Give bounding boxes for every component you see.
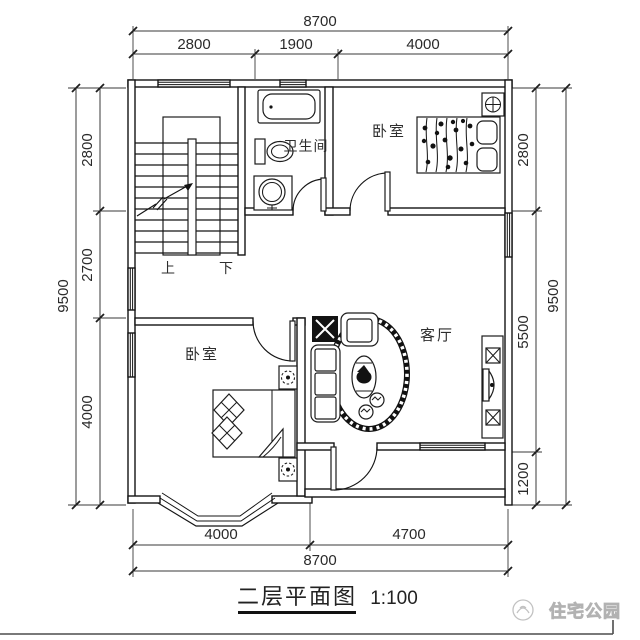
bathtub <box>257 89 321 124</box>
dim-bottom-total: 8700 <box>303 552 336 569</box>
watermark-logo-icon <box>512 599 534 621</box>
stair-treads <box>135 142 238 254</box>
watermark: 住宅公园 <box>512 599 621 621</box>
window-balcony-wall <box>419 442 486 451</box>
door-balcony <box>330 446 378 491</box>
dim-right-seg-2: 5500 <box>515 315 532 348</box>
label-bedroom-bottom: 卧室 <box>185 346 219 363</box>
quilt-pattern <box>421 118 475 170</box>
label-bathroom: 卫生间 <box>284 138 329 154</box>
staircase: 上 下 <box>135 116 238 276</box>
tv-cabinet <box>481 335 504 439</box>
door-bedroom-top <box>349 171 391 212</box>
bedroom-top-furniture <box>416 92 505 174</box>
bay-window <box>157 492 279 527</box>
wall-stair-bathroom <box>237 86 246 256</box>
dim-left-seg-1: 2800 <box>79 133 96 166</box>
bedroom-bottom-furniture <box>211 365 298 482</box>
doors <box>252 171 391 491</box>
dim-right-total: 9500 <box>545 279 562 312</box>
pillow <box>476 147 498 172</box>
bed-bottom <box>211 389 296 458</box>
wall-bedroomtop-south <box>387 207 506 216</box>
sofa-seat-top <box>340 312 379 347</box>
wall-bedroombottom-north <box>134 317 254 326</box>
dimension-top: 8700 2800 1900 4000 <box>128 13 513 79</box>
dim-top-total: 8700 <box>303 13 336 30</box>
door-bathroom <box>292 177 327 212</box>
wall-living-balcony-left <box>296 442 335 451</box>
windows <box>127 79 513 527</box>
dim-left-seg-2: 2700 <box>79 248 96 281</box>
nightstand-bottom-bedroom <box>278 365 298 390</box>
wall-exterior-bottom-left <box>127 495 161 504</box>
label-bedroom-top: 卧室 <box>372 123 406 140</box>
door-bedroom-bottom <box>252 320 296 362</box>
dim-top-seg-2: 1900 <box>279 36 312 53</box>
stool <box>358 404 374 420</box>
pillow <box>476 120 498 145</box>
nightstand-top-bedroom <box>481 92 505 117</box>
blanket-fold <box>257 427 284 458</box>
dim-bottom-seg-2: 4700 <box>392 526 425 543</box>
dim-right-seg-3: 1200 <box>515 462 532 495</box>
window-hall-left <box>127 267 136 311</box>
bathroom-fixtures <box>253 89 321 211</box>
round-sofa <box>310 312 410 432</box>
living-room-furniture <box>310 312 504 439</box>
stool <box>369 392 385 408</box>
watermark-text: 住宅公园 <box>549 601 621 621</box>
plant-box <box>312 316 338 342</box>
dim-top-seg-3: 4000 <box>406 36 439 53</box>
stair-up-label: 上 <box>161 260 175 276</box>
drawing-title: 二层平面图 1:100 <box>237 584 418 614</box>
window-stairwell <box>157 79 231 88</box>
balcony-railing <box>304 488 506 498</box>
dimension-right: 2800 5500 1200 9500 <box>512 83 572 510</box>
title-underline <box>238 611 356 614</box>
room-labels: 卫生间 卧室 客厅 卧室 <box>185 123 454 363</box>
title-scale: 1:100 <box>370 588 418 609</box>
wall-bedroom-living <box>296 317 306 497</box>
dim-right-seg-1: 2800 <box>515 133 532 166</box>
page-frame-line <box>0 620 614 635</box>
dim-left-total: 9500 <box>55 279 72 312</box>
stair-down-label: 下 <box>219 260 233 276</box>
dim-bottom-seg-1: 4000 <box>204 526 237 543</box>
title-text: 二层平面图 <box>237 584 357 609</box>
window-living-right <box>504 212 513 258</box>
nightstand-bottom-bedroom <box>278 457 298 482</box>
tv <box>482 368 495 402</box>
washbasin <box>253 175 293 211</box>
window-bathroom <box>279 79 307 88</box>
bed-top <box>416 116 501 174</box>
coffee-table <box>351 355 377 399</box>
toilet <box>254 138 294 165</box>
stair-handrail <box>187 138 197 256</box>
dimension-bottom: 4000 4700 8700 <box>128 500 513 577</box>
stair-direction-arrow <box>136 183 193 217</box>
sofa-seats-left <box>310 344 341 423</box>
wall-exterior-right <box>504 79 513 506</box>
dimension-left: 9500 2800 2700 4000 <box>55 83 126 510</box>
label-living-room: 客厅 <box>420 327 454 344</box>
dim-top-seg-1: 2800 <box>177 36 210 53</box>
dim-left-seg-3: 4000 <box>79 395 96 428</box>
wall-hall-stub <box>324 207 351 216</box>
window-bedroombottom-left <box>127 332 136 378</box>
